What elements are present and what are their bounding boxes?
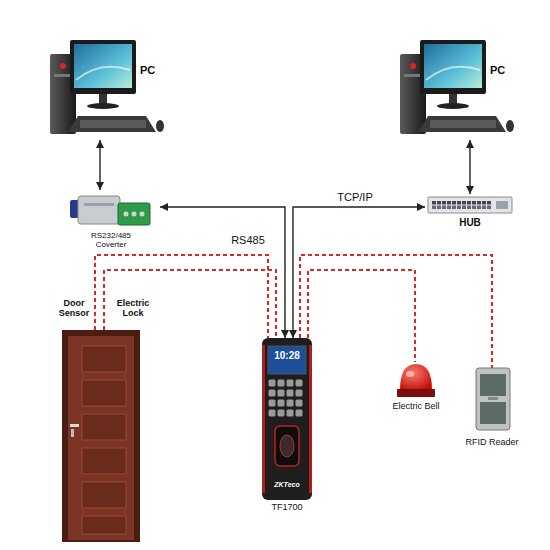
tf1700-device-icon	[280, 435, 294, 457]
data-link	[160, 207, 285, 338]
door-icon	[82, 346, 126, 372]
electric-bell-node: Electric Bell	[396, 362, 436, 398]
door-icon	[82, 516, 126, 534]
data-link	[469, 140, 470, 194]
hub-icon	[428, 197, 512, 213]
pc-node: PC	[45, 40, 165, 140]
tf1700-device-icon	[262, 338, 312, 500]
node-label: PC	[490, 64, 514, 76]
converter-icon	[70, 196, 150, 225]
link-label: RS485	[229, 234, 267, 246]
converter-icon	[124, 212, 129, 217]
door-icon	[71, 429, 74, 437]
rfid-reader-icon	[476, 368, 510, 430]
converter-icon	[84, 203, 114, 206]
signal-wire	[300, 255, 492, 368]
hub-icon	[432, 201, 492, 209]
door-icon	[68, 336, 134, 540]
node-label: RS232/485 Coverter	[76, 232, 146, 250]
hub-node: HUB	[425, 194, 515, 234]
node-label: TF1700	[247, 503, 327, 513]
signal-wire	[104, 270, 276, 338]
door-icon	[82, 414, 126, 440]
door-icon	[70, 424, 79, 427]
tf1700-device-icon	[262, 345, 265, 493]
node-label: Electric Lock	[112, 299, 154, 319]
door-node: Door SensorElectric Lock	[62, 330, 140, 542]
node-label: RFID Reader	[452, 438, 532, 448]
converter-icon	[78, 196, 120, 224]
door-icon	[82, 482, 126, 508]
tf1700-device-icon	[268, 379, 304, 419]
data-link	[293, 207, 425, 338]
pc-node: PC	[395, 40, 515, 140]
hub-icon	[428, 197, 512, 213]
link-label: TCP/IP	[335, 191, 374, 203]
pc-icon	[50, 40, 164, 134]
tf1700-device-icon	[309, 345, 312, 493]
data-link	[99, 140, 100, 190]
hub-icon	[496, 201, 508, 209]
node-label: Door Sensor	[56, 299, 92, 319]
door-icon	[82, 448, 126, 474]
tf1700-device-icon	[268, 346, 306, 374]
screen-clock: 10:28	[268, 350, 306, 361]
converter-node: RS232/485 Coverter	[62, 190, 160, 252]
rfid-reader-icon	[488, 397, 498, 400]
door-icon	[62, 330, 140, 542]
converter-icon	[132, 212, 137, 217]
electric-bell-icon	[400, 364, 432, 390]
node-label: PC	[140, 64, 164, 76]
converter-icon	[118, 203, 150, 225]
rfid-reader-icon	[480, 374, 506, 396]
node-label: HUB	[425, 217, 515, 228]
signal-wire	[308, 270, 415, 362]
brand-logo: ZKTeco	[262, 481, 312, 489]
door-icon	[82, 380, 126, 406]
tf1700-node: TF1700	[262, 338, 312, 500]
door-icon	[62, 330, 140, 542]
rfid-reader-node: RFID Reader	[474, 368, 510, 432]
rfid-reader-icon	[476, 368, 510, 430]
electric-bell-icon	[397, 364, 435, 397]
tf1700-device-icon	[275, 426, 299, 466]
pc-icon	[400, 40, 514, 134]
rfid-reader-icon	[480, 402, 506, 424]
electric-bell-icon	[406, 371, 414, 377]
electric-bell-icon	[397, 389, 435, 397]
converter-icon	[140, 212, 145, 217]
node-label: Electric Bell	[376, 402, 456, 412]
signal-wire	[95, 255, 268, 338]
tf1700-device-icon	[262, 338, 312, 500]
